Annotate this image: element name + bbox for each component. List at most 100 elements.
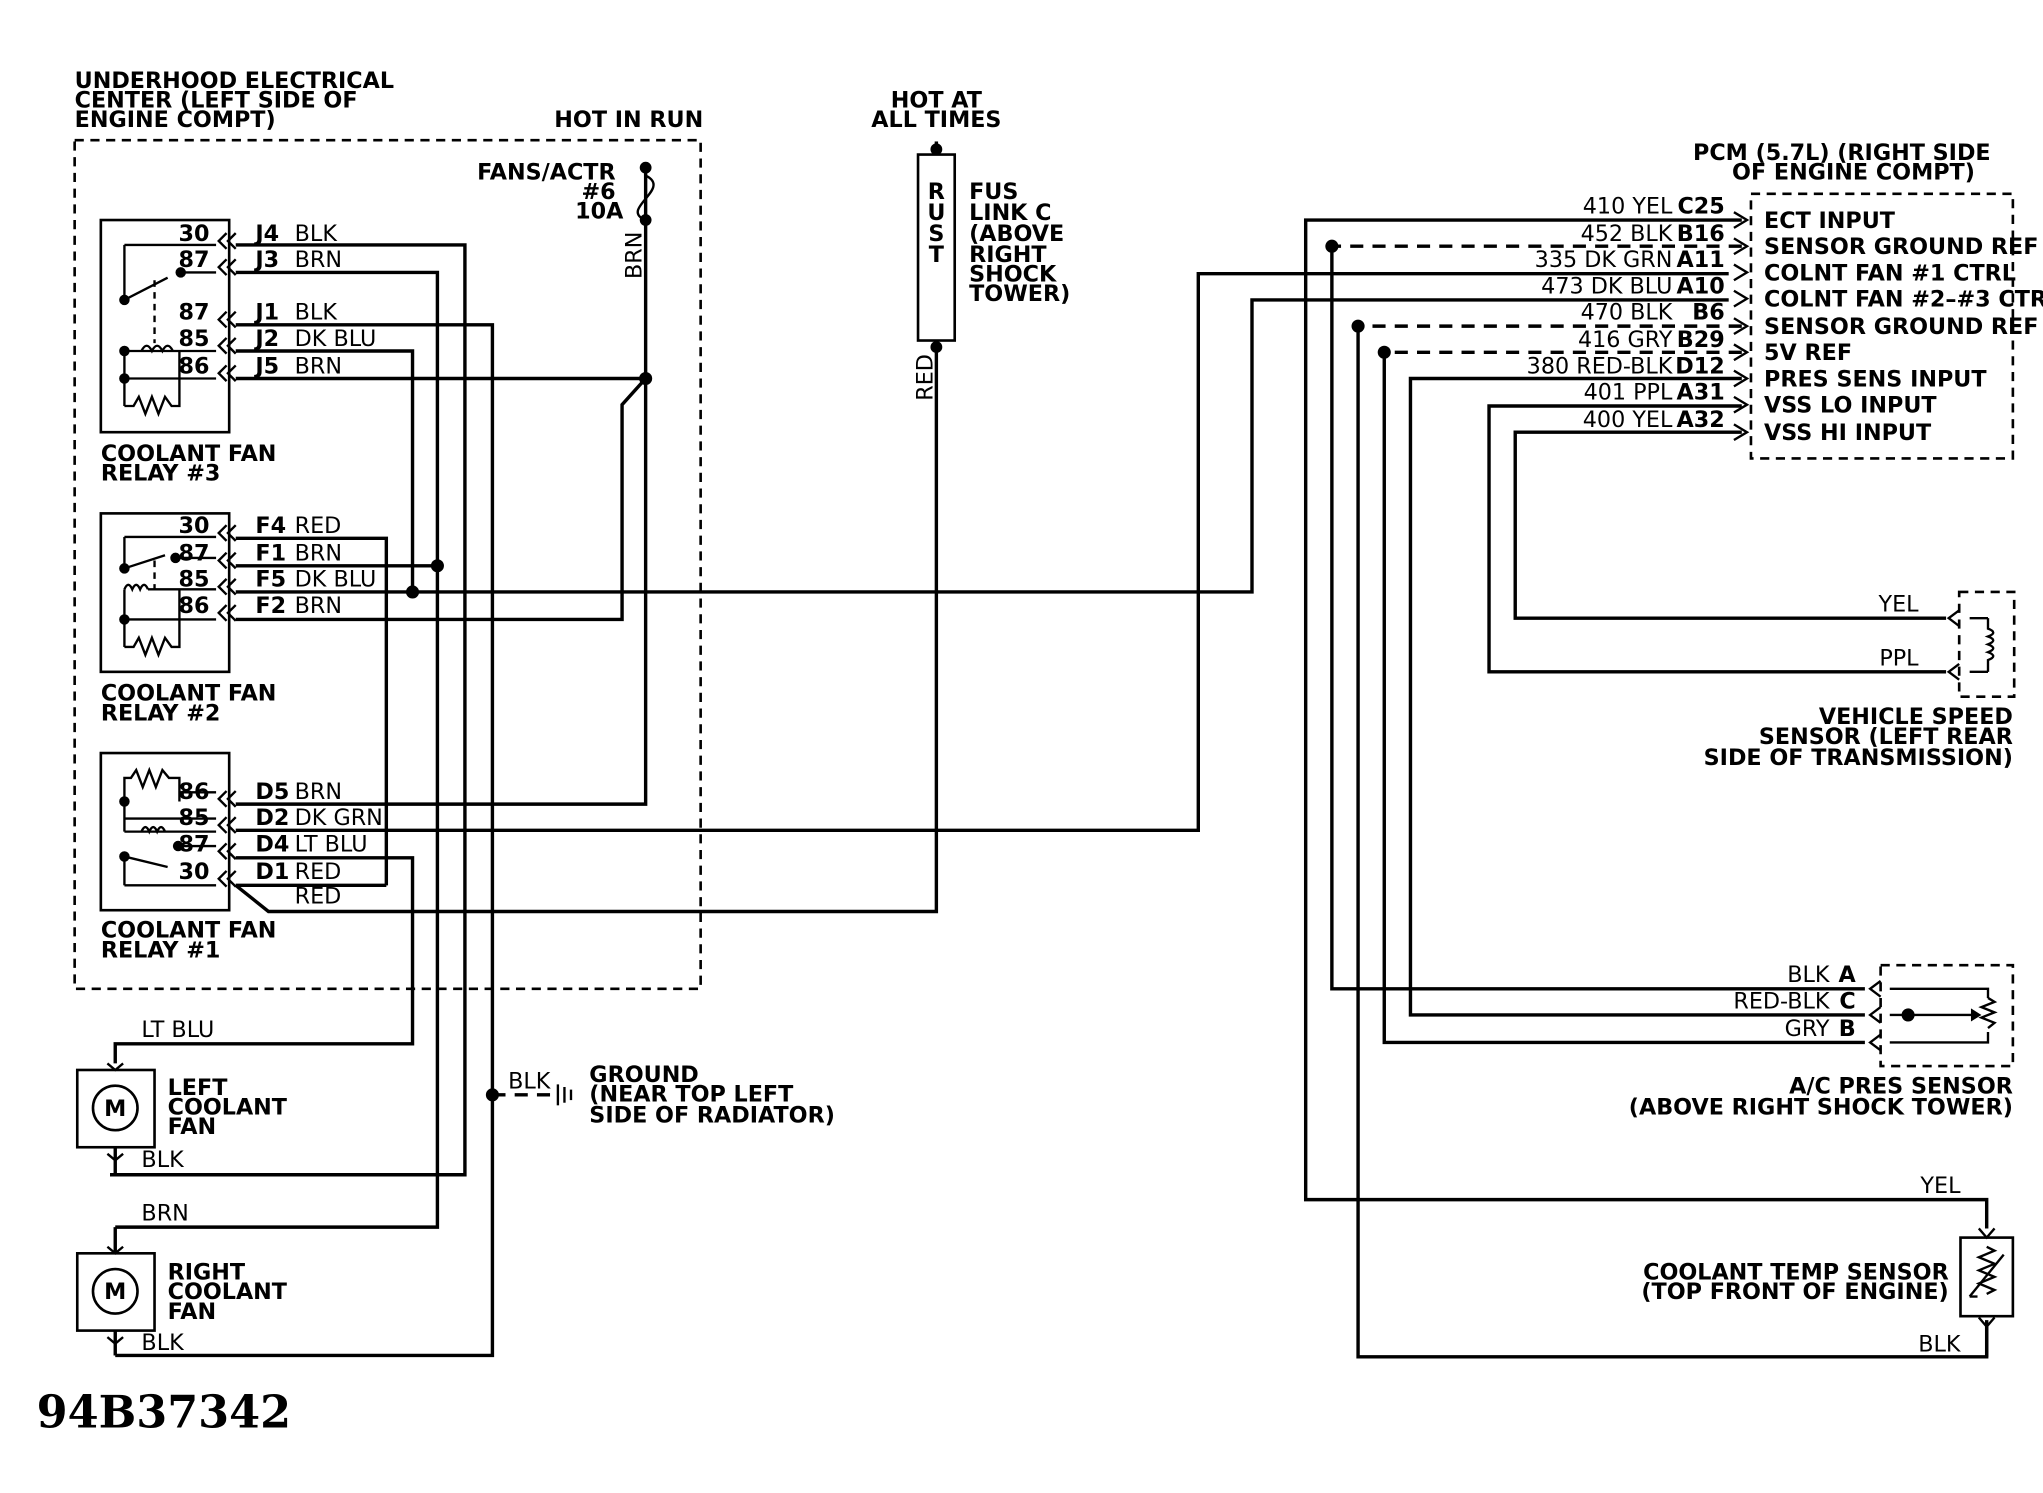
fuse-fans-actr: FANS/ACTR #6 10A BRN [477, 159, 655, 380]
svg-text:D5: D5 [255, 779, 289, 805]
figure-id: 94B37342 [37, 1386, 291, 1438]
svg-text:B16: B16 [1677, 221, 1725, 247]
svg-text:A: A [1838, 962, 1856, 988]
relay1-red-label: RED [295, 884, 342, 910]
svg-text:86: 86 [179, 353, 210, 379]
svg-text:COLNT FAN #1 CTRL: COLNT FAN #1 CTRL [1764, 260, 2016, 286]
svg-text:85: 85 [179, 805, 210, 831]
svg-text:87: 87 [179, 831, 210, 857]
left-wiring [110, 243, 1729, 1358]
svg-text:DK BLU: DK BLU [295, 567, 377, 593]
svg-text:COOLANT TEMP SENSOR(TOP FRONT: COOLANT TEMP SENSOR(TOP FRONT OF ENGINE) [1641, 1260, 1948, 1306]
svg-text:J5: J5 [253, 353, 279, 379]
svg-text:PRES SENS INPUT: PRES SENS INPUT [1764, 366, 1987, 392]
svg-text:RED: RED [295, 513, 342, 539]
svg-text:BRN: BRN [295, 593, 342, 619]
relay-connector-chevrons [217, 232, 237, 888]
svg-text:87: 87 [179, 541, 210, 567]
svg-text:VSS HI INPUT: VSS HI INPUT [1764, 420, 1932, 446]
right-fan-brn-label: BRN [141, 1201, 188, 1227]
svg-text:C25: C25 [1677, 193, 1724, 219]
svg-text:BRN: BRN [295, 353, 342, 379]
svg-text:335 DK GRN: 335 DK GRN [1535, 247, 1673, 273]
svg-text:D2: D2 [255, 805, 289, 831]
svg-text:400 YEL: 400 YEL [1583, 407, 1673, 433]
svg-text:87: 87 [179, 300, 210, 326]
svg-text:BLK: BLK [1787, 962, 1831, 988]
svg-text:BLK: BLK [295, 221, 339, 247]
ect-yel-label: YEL [1919, 1173, 1961, 1199]
svg-text:COLNT FAN #2–#3 CTRL: COLNT FAN #2–#3 CTRL [1764, 286, 2043, 312]
svg-text:380 RED-BLK: 380 RED-BLK [1527, 353, 1674, 379]
svg-text:RED-BLK: RED-BLK [1733, 988, 1831, 1014]
svg-text:473 DK BLU: 473 DK BLU [1541, 273, 1672, 299]
svg-text:470 BLK: 470 BLK [1581, 300, 1674, 326]
vss-yel-label: YEL [1878, 592, 1920, 618]
svg-text:D1: D1 [255, 859, 289, 885]
right-wiring [1303, 218, 1989, 1359]
svg-text:F5: F5 [255, 567, 286, 593]
svg-text:J2: J2 [253, 326, 279, 352]
svg-text:F4: F4 [255, 513, 286, 539]
svg-text:M: M [104, 1279, 126, 1305]
svg-text:SENSOR GROUND REF: SENSOR GROUND REF [1764, 234, 2038, 260]
svg-text:J1: J1 [253, 300, 279, 326]
svg-text:C: C [1839, 988, 1855, 1014]
svg-text:DK BLU: DK BLU [295, 326, 377, 352]
svg-text:F1: F1 [255, 541, 286, 567]
svg-text:30: 30 [179, 859, 210, 885]
svg-text:J4: J4 [253, 221, 279, 247]
left-fan-ltblu-label: LT BLU [141, 1017, 214, 1043]
svg-text:M: M [104, 1096, 126, 1122]
fus-red-label: RED [912, 354, 938, 401]
svg-text:J3: J3 [253, 247, 279, 273]
svg-text:F2: F2 [255, 593, 286, 619]
svg-text:LT BLU: LT BLU [295, 831, 368, 857]
svg-text:A31: A31 [1677, 379, 1725, 405]
svg-text:BLK: BLK [295, 300, 339, 326]
ground-blk-label: BLK [508, 1068, 552, 1094]
vss-ppl-label: PPL [1879, 645, 1919, 671]
svg-text:86: 86 [179, 779, 210, 805]
svg-text:A32: A32 [1677, 407, 1725, 433]
svg-text:A11: A11 [1677, 247, 1725, 273]
svg-text:30: 30 [179, 513, 210, 539]
svg-text:5V REF: 5V REF [1764, 340, 1852, 366]
svg-text:452 BLK: 452 BLK [1581, 221, 1674, 247]
svg-text:BRN: BRN [295, 247, 342, 273]
svg-text:D12: D12 [1675, 353, 1724, 379]
svg-text:BRN: BRN [295, 541, 342, 567]
svg-text:BRN: BRN [295, 779, 342, 805]
hot-in-run-label: HOT IN RUN [554, 107, 703, 133]
svg-text:FANS/ACTR #6 10A: FANS/ACTR #6 10A [477, 159, 624, 224]
svg-text:A10: A10 [1677, 273, 1725, 299]
left-fan-blk-label: BLK [141, 1147, 185, 1173]
fuse-brn-label: BRN [622, 232, 648, 279]
svg-text:85: 85 [179, 326, 210, 352]
svg-text:401 PPL: 401 PPL [1584, 379, 1673, 405]
svg-text:B29: B29 [1677, 327, 1725, 353]
svg-text:SENSOR GROUND REF: SENSOR GROUND REF [1764, 314, 2038, 340]
uec-label: UNDERHOOD ELECTRICAL CENTER (LEFT SIDE O… [75, 68, 402, 133]
pcm-connector-chevrons [1733, 211, 1750, 442]
right-fan-blk-label: BLK [141, 1330, 185, 1356]
svg-text:ECT INPUT: ECT INPUT [1764, 208, 1896, 234]
ac-pres-sensor: A/C PRES SENSOR(ABOVE RIGHT SHOCK TOWER) [1629, 963, 2015, 1121]
